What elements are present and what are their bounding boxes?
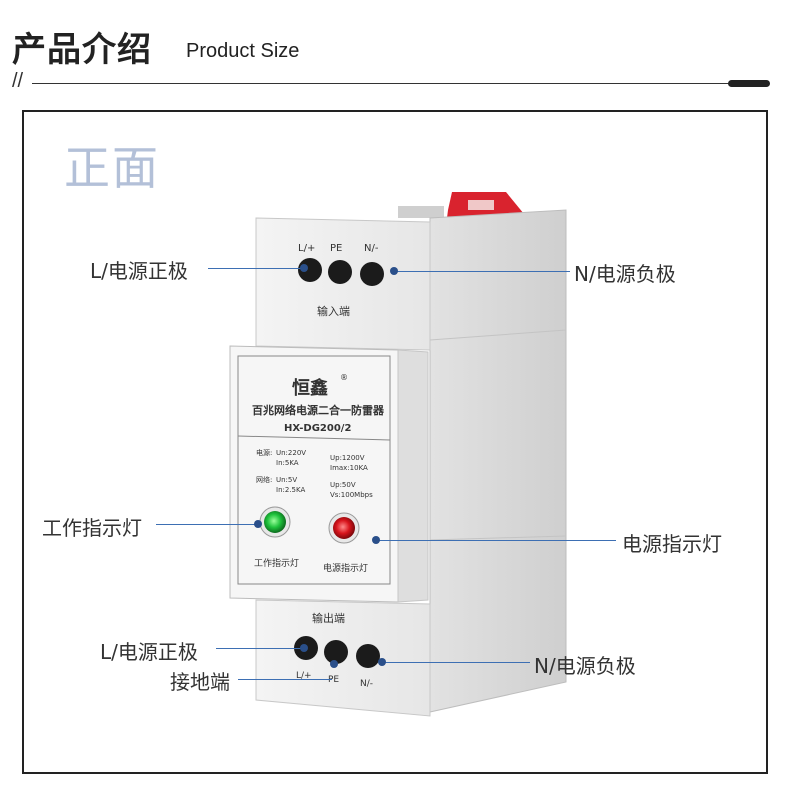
header-accent-bar	[728, 80, 770, 87]
top-module	[255, 217, 431, 351]
leader-top-right	[396, 271, 570, 272]
output-caption: 输出端	[312, 611, 345, 625]
anchor-top-right	[390, 267, 398, 275]
top-terminal-n-label: N/-	[364, 243, 379, 254]
anchor-work-indicator	[254, 520, 262, 528]
leader-bottom-left	[216, 648, 302, 649]
bottom-terminal-n-label: N/-	[360, 679, 373, 689]
callout-ground: 接地端	[170, 670, 230, 694]
leader-work-indicator	[156, 524, 258, 525]
spec-power-in: In:5KA	[276, 459, 299, 467]
brand-name: 恒鑫	[292, 377, 328, 399]
spec-net-vs: Vs:100Mbps	[330, 491, 373, 499]
top-terminal-pe	[328, 260, 352, 284]
product-name: 百兆网络电源二合一防雷器	[252, 403, 385, 417]
registered-mark: ®	[340, 373, 348, 382]
callout-bottom-right: N/电源负极	[534, 654, 636, 678]
work-indicator-light	[264, 511, 286, 533]
power-indicator-light	[333, 517, 355, 539]
front-panel-edge	[397, 349, 429, 603]
work-light-text: 工作指示灯	[254, 557, 299, 569]
product-frame	[22, 110, 768, 774]
header-divider	[32, 83, 732, 84]
device-side	[429, 209, 567, 713]
bottom-terminal-n	[356, 644, 380, 668]
anchor-top-left	[300, 264, 308, 272]
spec-power-label: 电源:	[256, 448, 272, 457]
callout-bottom-left: L/电源正极	[100, 640, 198, 664]
leader-ground	[238, 679, 332, 680]
anchor-bottom-left	[300, 644, 308, 652]
spec-net-un: Un:5V	[276, 476, 297, 484]
bottom-terminal-l-label: L/+	[296, 671, 312, 681]
spec-net-in: In:2.5KA	[276, 486, 305, 494]
bottom-terminal-pe-label: PE	[328, 675, 339, 685]
callout-work-indicator: 工作指示灯	[42, 516, 142, 540]
anchor-ground	[330, 660, 338, 668]
top-terminal-n	[360, 262, 384, 286]
header-slash: //	[12, 70, 24, 92]
spec-power-up: Up:1200V	[330, 454, 365, 462]
label-border	[237, 355, 391, 585]
spec-net-label: 网络:	[256, 475, 272, 484]
model-number: HX-DG200/2	[284, 423, 351, 434]
bottom-terminal-pe	[324, 640, 348, 664]
leader-bottom-right	[384, 662, 530, 663]
spec-power-imax: Imax:10KA	[330, 464, 368, 472]
input-caption: 输入端	[317, 304, 350, 318]
view-label: 正面	[64, 141, 160, 195]
page-subtitle: Product Size	[186, 40, 300, 62]
power-light-text: 电源指示灯	[323, 562, 368, 574]
top-terminal-pe-label: PE	[330, 243, 342, 254]
callout-top-right: N/电源负极	[574, 262, 676, 286]
page-title: 产品介绍	[12, 30, 152, 70]
leader-top-left	[208, 268, 304, 269]
callout-top-left: L/电源正极	[90, 259, 188, 283]
leader-power-indicator	[378, 540, 616, 541]
label-divider	[237, 435, 391, 441]
spec-net-up: Up:50V	[330, 481, 356, 489]
anchor-power-indicator	[372, 536, 380, 544]
anchor-bottom-right	[378, 658, 386, 666]
callout-power-indicator: 电源指示灯	[622, 532, 722, 556]
spec-power-un: Un:220V	[276, 449, 306, 457]
top-terminal-l-label: L/+	[298, 243, 315, 254]
